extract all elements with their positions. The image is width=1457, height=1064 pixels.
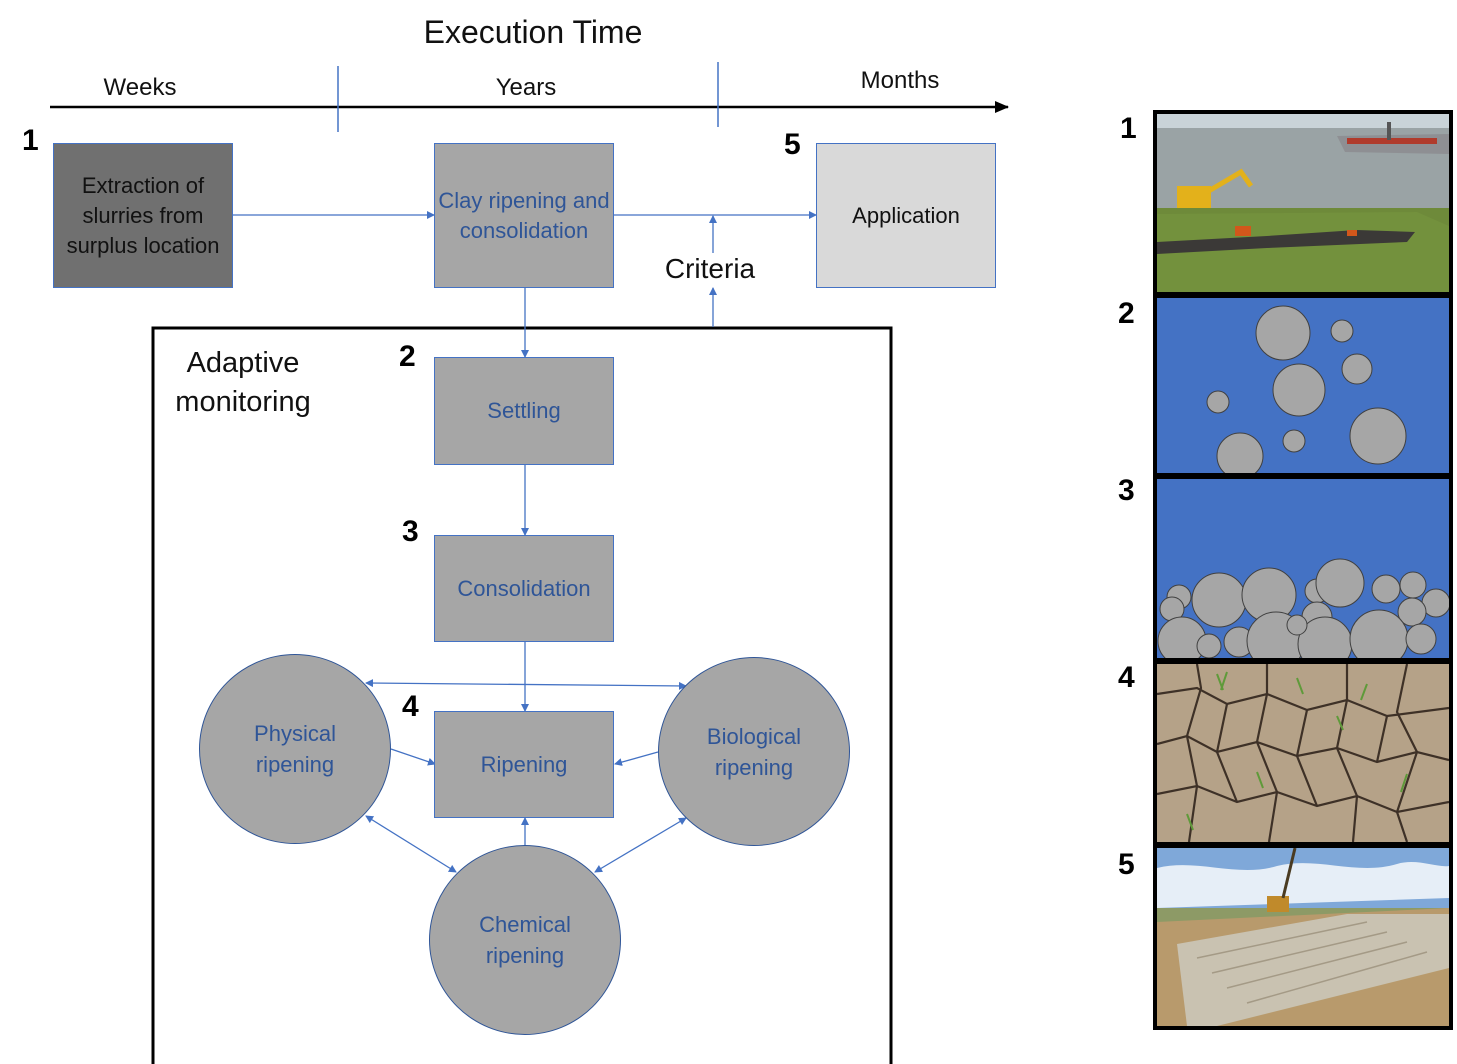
timeline-label-weeks: Weeks (103, 74, 177, 101)
chemical-ripening-circle: Chemical ripening (429, 845, 621, 1035)
panel-number-1: 1 (1120, 112, 1137, 145)
panel-1-dredging-photo (1153, 110, 1453, 296)
panel-2-settling-illustration (1153, 294, 1453, 477)
arrow-biological-to-ripening (614, 751, 659, 766)
clay-ripening-box: Clay ripening and consolidation (434, 143, 614, 288)
timeline-label-years: Years (495, 74, 557, 101)
diagram-title: Execution Time (423, 14, 643, 50)
application-box: Application (816, 143, 996, 288)
physical-ripening-circle: Physical ripening (199, 654, 391, 844)
panel-3-consolidation-illustration (1153, 475, 1453, 662)
panel-number-5: 5 (1118, 848, 1135, 881)
link-physical-biological (365, 679, 687, 690)
link-physical-chemical (365, 815, 457, 873)
step-number-5: 5 (784, 128, 801, 161)
consolidation-box: Consolidation (434, 535, 614, 642)
step-number-2: 2 (399, 340, 416, 373)
panel-4-cracked-soil-photo (1153, 660, 1453, 846)
adaptive-monitoring-label: Adaptive monitoring (175, 347, 311, 418)
extraction-box: Extraction of slurries from surplus loca… (53, 143, 233, 288)
settling-box: Settling (434, 357, 614, 465)
arrow-physical-to-ripening (390, 748, 436, 766)
biological-ripening-circle: Biological ripening (658, 657, 850, 846)
connector-layer (50, 62, 1009, 1064)
step-number-4: 4 (402, 690, 419, 723)
panel-number-4: 4 (1118, 661, 1135, 694)
panel-5-dike-application-photo (1153, 844, 1453, 1030)
panel-number-2: 2 (1118, 297, 1135, 330)
link-biological-chemical (594, 817, 687, 873)
step-number-3: 3 (402, 515, 419, 548)
panel-number-3: 3 (1118, 474, 1135, 507)
ripening-box: Ripening (434, 711, 614, 818)
step-number-1: 1 (22, 124, 39, 157)
timeline-label-months: Months (860, 67, 940, 94)
adaptive-monitoring-frame (151, 326, 893, 1064)
criteria-label: Criteria (664, 253, 756, 284)
